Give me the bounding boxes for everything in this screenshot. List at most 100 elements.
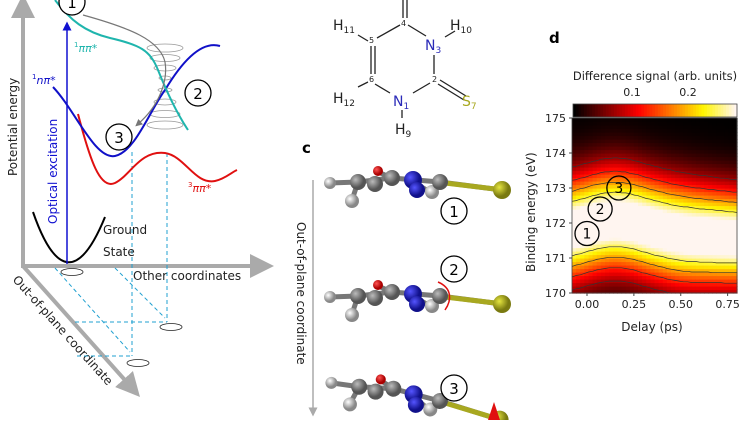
colorbar-segment	[578, 104, 582, 117]
heatmap-cell	[704, 125, 709, 130]
heatmap-cell	[621, 195, 627, 200]
heatmap-cell	[671, 275, 676, 280]
heatmap-cell	[600, 198, 606, 203]
heatmap-cell	[662, 230, 668, 235]
heatmap-cell	[662, 132, 668, 137]
atom-c5: 5	[369, 36, 374, 45]
heatmap-cell	[642, 156, 647, 161]
heatmap-cell	[708, 279, 713, 284]
heatmap-cell	[691, 219, 697, 224]
heatmap-cell	[580, 135, 585, 140]
heatmap-cell	[576, 188, 581, 193]
heatmap-cell	[642, 261, 647, 266]
singlet-pipi-curve	[54, 0, 189, 131]
heatmap-cell	[704, 195, 709, 200]
heatmap-cell	[732, 195, 738, 200]
heatmap-cell	[621, 191, 627, 196]
heatmap-cell	[695, 279, 701, 284]
heatmap-cell	[732, 135, 738, 140]
nitrogen-atom	[409, 182, 425, 198]
heatmap-cell	[691, 286, 697, 291]
heatmap-cell	[704, 282, 709, 287]
heatmap-cell	[633, 156, 639, 161]
heatmap-cell	[658, 177, 664, 182]
heatmap-cell	[728, 289, 734, 294]
heatmap-cell	[666, 184, 672, 189]
heatmap-cell	[576, 251, 581, 256]
heatmap-cell	[662, 191, 668, 196]
heatmap-cell	[699, 279, 705, 284]
heatmap-cell	[708, 167, 713, 172]
heatmap-cell	[613, 289, 618, 294]
heatmap-cell	[708, 118, 713, 123]
heatmap-cell	[584, 184, 590, 189]
heatmap-cell	[584, 191, 590, 196]
heatmap-cell	[683, 286, 689, 291]
heatmap-cell	[716, 212, 722, 217]
heatmap-cell	[699, 174, 705, 179]
heatmap-cell	[580, 216, 585, 221]
heatmap-cell	[699, 237, 705, 242]
heatmap-cell	[584, 258, 590, 263]
heatmap-cell	[732, 219, 738, 224]
heatmap-cell	[683, 118, 689, 123]
heatmap-cell	[629, 132, 635, 137]
heatmap-cell	[576, 170, 581, 175]
heatmap-cell	[642, 149, 647, 154]
heatmap-cell	[691, 247, 697, 252]
heatmap-cell	[724, 254, 730, 259]
heatmap-cell	[580, 254, 585, 259]
heatmap-cell	[580, 170, 585, 175]
heatmap-cell	[638, 289, 643, 294]
heatmap-cell	[695, 216, 701, 221]
heatmap-cell	[662, 261, 668, 266]
heatmap-cell	[728, 247, 734, 252]
heatmap-cell	[617, 163, 623, 168]
heatmap-cell	[732, 258, 738, 263]
colorbar-segment	[690, 104, 694, 117]
heatmap-cell	[654, 177, 660, 182]
heatmap-cell	[605, 174, 610, 179]
heatmap-cell	[671, 216, 676, 221]
heatmap-cell	[605, 139, 610, 144]
heatmap-cell	[629, 212, 635, 217]
heatmap-cell	[650, 195, 656, 200]
heatmap-cell	[716, 153, 722, 158]
heatmap-cell	[584, 153, 590, 158]
heatmap-cell	[605, 202, 610, 207]
heatmap-cell	[621, 125, 627, 130]
heatmap-cell	[687, 226, 693, 231]
heatmap-cell	[580, 282, 585, 287]
heatmap-cell	[600, 272, 606, 277]
heatmap-cell	[588, 149, 594, 154]
heatmap-cell	[592, 121, 598, 126]
heatmap-cell	[584, 163, 590, 168]
colorbar-segment	[597, 104, 601, 117]
heatmap-cell	[629, 289, 635, 294]
heatmap-cell	[662, 233, 668, 238]
heatmap-cell	[683, 219, 689, 224]
heatmap-cell	[671, 258, 676, 263]
heatmap-cell	[687, 272, 693, 277]
heatmap-cell	[728, 149, 734, 154]
heatmap-cell	[613, 205, 618, 210]
heatmap-cell	[625, 247, 631, 252]
heatmap-cell	[704, 153, 709, 158]
heatmap-cell	[675, 153, 680, 158]
heatmap-cell	[654, 289, 660, 294]
colorbar-segment	[611, 104, 615, 117]
heatmap-cell	[572, 289, 577, 294]
heatmap-cell	[662, 125, 668, 130]
heatmap-cell	[617, 233, 623, 238]
heatmap-cell	[617, 188, 623, 193]
heatmap-cell	[724, 160, 730, 165]
heatmap-cell	[638, 198, 643, 203]
heatmap-cell	[605, 205, 610, 210]
heatmap-cell	[679, 128, 684, 133]
heatmap-cell	[572, 230, 577, 235]
heatmap-cell	[584, 226, 590, 231]
heatmap-cell	[576, 205, 581, 210]
heatmap-cell	[588, 209, 594, 214]
heatmap-cell	[584, 233, 590, 238]
heatmap-cell	[712, 268, 717, 273]
